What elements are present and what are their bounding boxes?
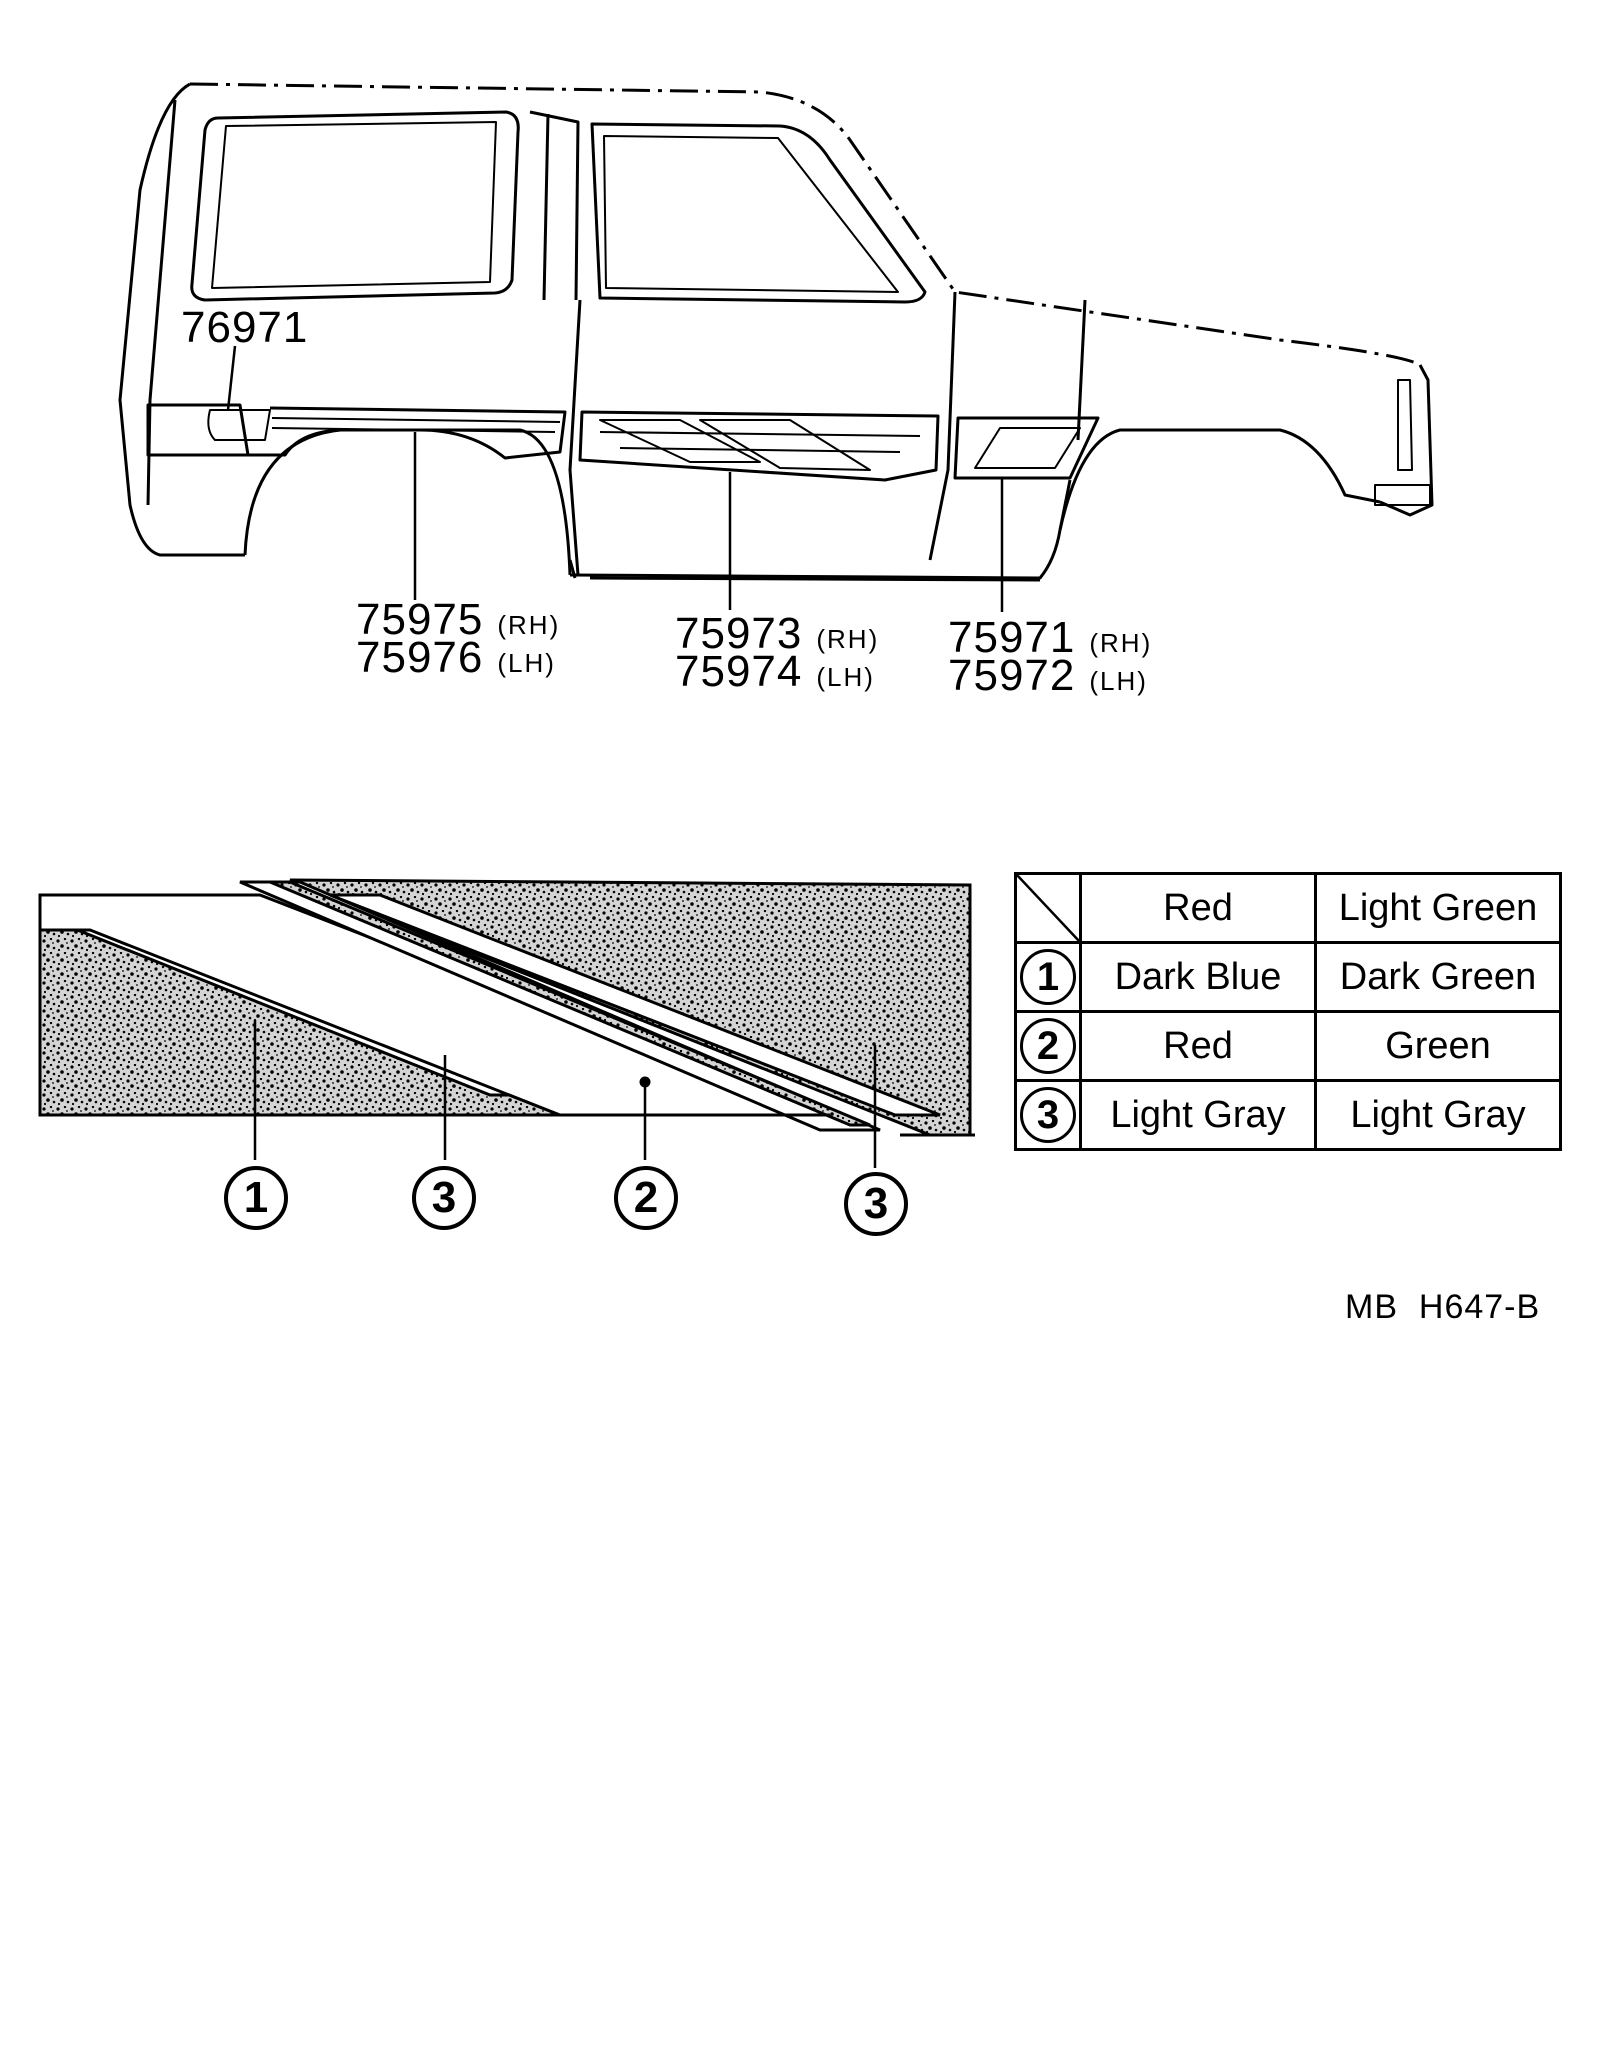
vehicle-side-view — [118, 82, 1434, 612]
color-table-row: 3 Light Gray Light Gray — [1014, 1079, 1562, 1151]
diagonal-header-cell — [1014, 872, 1082, 944]
front-end — [1379, 364, 1434, 517]
rear-inner-line — [146, 99, 177, 506]
color-table: Red Light Green 1 Dark Blue Dark Green 2… — [1014, 872, 1562, 1151]
color-cell: Dark Blue — [1079, 941, 1317, 1013]
stripe-legend-number: 2 — [614, 1166, 678, 1230]
roof-outline — [189, 82, 1421, 367]
rocker-panel — [569, 529, 1062, 580]
side-label-lh: (LH) — [1089, 666, 1148, 696]
part-number-door-lh: 75974 — [675, 647, 803, 696]
side-label-rh: (RH) — [816, 624, 880, 654]
color-cell: Light Gray — [1314, 1079, 1562, 1151]
color-table-row: 1 Dark Blue Dark Green — [1014, 941, 1562, 1013]
rear-window — [190, 110, 520, 302]
color-table-row: 2 Red Green — [1014, 1010, 1562, 1082]
part-number-76971: 76971 — [181, 303, 309, 352]
stripe-legend-number: 3 — [844, 1172, 908, 1236]
door-window — [590, 122, 927, 304]
side-label-rh: (RH) — [497, 610, 561, 640]
row-number-badge: 2 — [1020, 1018, 1076, 1074]
part-number-front-rh: 75971 — [948, 613, 1076, 662]
front-stripe — [953, 416, 1100, 480]
part-number-rear-lh: 75976 — [356, 633, 484, 682]
color-header-2: Light Green — [1314, 872, 1562, 944]
stripe-legend-number: 1 — [224, 1166, 288, 1230]
diagram-code: MB H647-B — [1345, 1288, 1541, 1326]
color-table-header-row: Red Light Green — [1014, 872, 1562, 944]
side-label-lh: (LH) — [497, 648, 556, 678]
stripe-legend-number: 3 — [412, 1166, 476, 1230]
rear-pillar — [118, 82, 245, 557]
door-outline — [568, 299, 582, 576]
front-wheel-arch — [1058, 428, 1381, 531]
part-number-door-rh: 75973 — [675, 609, 803, 658]
color-cell: Green — [1314, 1010, 1562, 1082]
leader-76971 — [226, 345, 237, 411]
color-cell: Light Gray — [1079, 1079, 1317, 1151]
door-callout-group: 75973 (RH) 75974 (LH) — [675, 609, 880, 694]
side-label-lh: (LH) — [816, 662, 875, 692]
stripe-detail — [38, 878, 975, 1168]
color-header-1: Red — [1079, 872, 1317, 944]
front-callout-group: 75971 (RH) 75972 (LH) — [948, 613, 1153, 698]
row-number-badge: 3 — [1020, 1087, 1076, 1143]
row-number-badge: 1 — [1020, 949, 1076, 1005]
color-cell: Dark Green — [1314, 941, 1562, 1013]
color-cell: Red — [1079, 1010, 1317, 1082]
rear-stripe — [248, 406, 567, 460]
rear-callout-group: 75975 (RH) 75976 (LH) — [356, 595, 561, 680]
diagonal-line-icon — [1017, 875, 1079, 941]
part-number-front-lh: 75972 — [948, 651, 1076, 700]
side-label-rh: (RH) — [1089, 628, 1153, 658]
part-number-rear-rh: 75975 — [356, 595, 484, 644]
door-stripe — [578, 410, 940, 482]
rear-wheel-arch — [243, 428, 572, 576]
